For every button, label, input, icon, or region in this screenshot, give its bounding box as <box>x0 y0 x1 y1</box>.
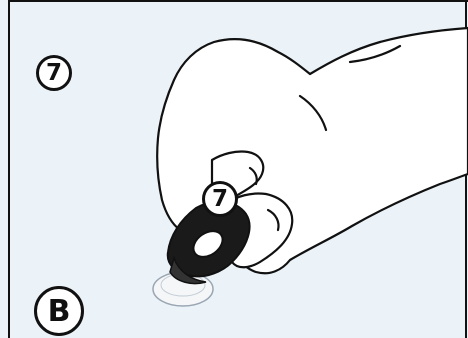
key-number-badge: 7 <box>202 181 238 217</box>
step-number-badge: 7 <box>36 55 72 91</box>
step-number-text: 7 <box>45 60 62 86</box>
frame-border-top <box>8 0 468 2</box>
key-fob-icon <box>166 200 251 285</box>
key-number-text: 7 <box>211 186 228 212</box>
panel-letter-badge: B <box>34 286 84 336</box>
panel-letter-text: B <box>47 293 71 329</box>
frame-border-left <box>8 0 10 338</box>
